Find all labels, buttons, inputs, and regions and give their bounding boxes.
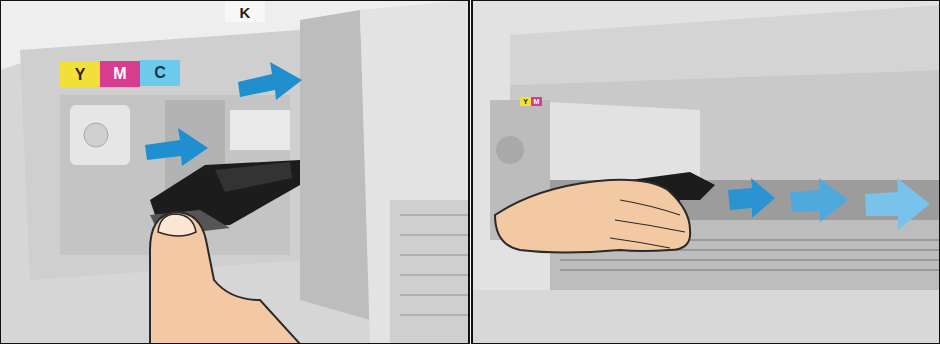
ink-strip — [520, 97, 531, 106]
printer-side — [496, 136, 524, 164]
direction-arrow — [728, 178, 775, 218]
panel-ground — [0, 0, 469, 344]
ink-strip — [60, 62, 100, 88]
ink-color-label: Y — [60, 62, 100, 88]
output-tray — [390, 200, 469, 344]
ink-strip — [531, 97, 542, 106]
fingernail — [158, 214, 196, 236]
ink-color-label: K — [225, 2, 265, 22]
direction-arrow — [865, 178, 930, 230]
cleaning-tool — [215, 162, 292, 192]
finger — [150, 212, 300, 344]
tray-ribs — [400, 215, 469, 315]
carriage-part — [70, 105, 130, 165]
ink-color-label: M — [100, 61, 140, 87]
printer-front — [472, 290, 940, 344]
hand-creases — [610, 200, 685, 248]
cleaning-tool — [150, 210, 230, 236]
hand — [495, 180, 690, 253]
ink-strip — [100, 61, 140, 87]
ink-strip — [140, 60, 180, 86]
direction-arrow — [238, 62, 302, 100]
carriage-part — [84, 123, 108, 147]
panel-frame — [0, 0, 469, 344]
ink-color-label: C — [140, 60, 180, 86]
ink-color-label: M — [531, 97, 542, 106]
panel-frame — [472, 0, 940, 344]
panel-ground — [472, 0, 940, 344]
printer-cover — [510, 70, 940, 190]
printer-side — [360, 0, 469, 344]
direction-arrow — [145, 128, 208, 166]
printer-side — [300, 10, 370, 320]
ink-color-label: Y — [520, 97, 531, 106]
ink-strip — [225, 0, 265, 22]
carriage-part — [230, 110, 290, 150]
direction-arrow — [790, 178, 848, 222]
